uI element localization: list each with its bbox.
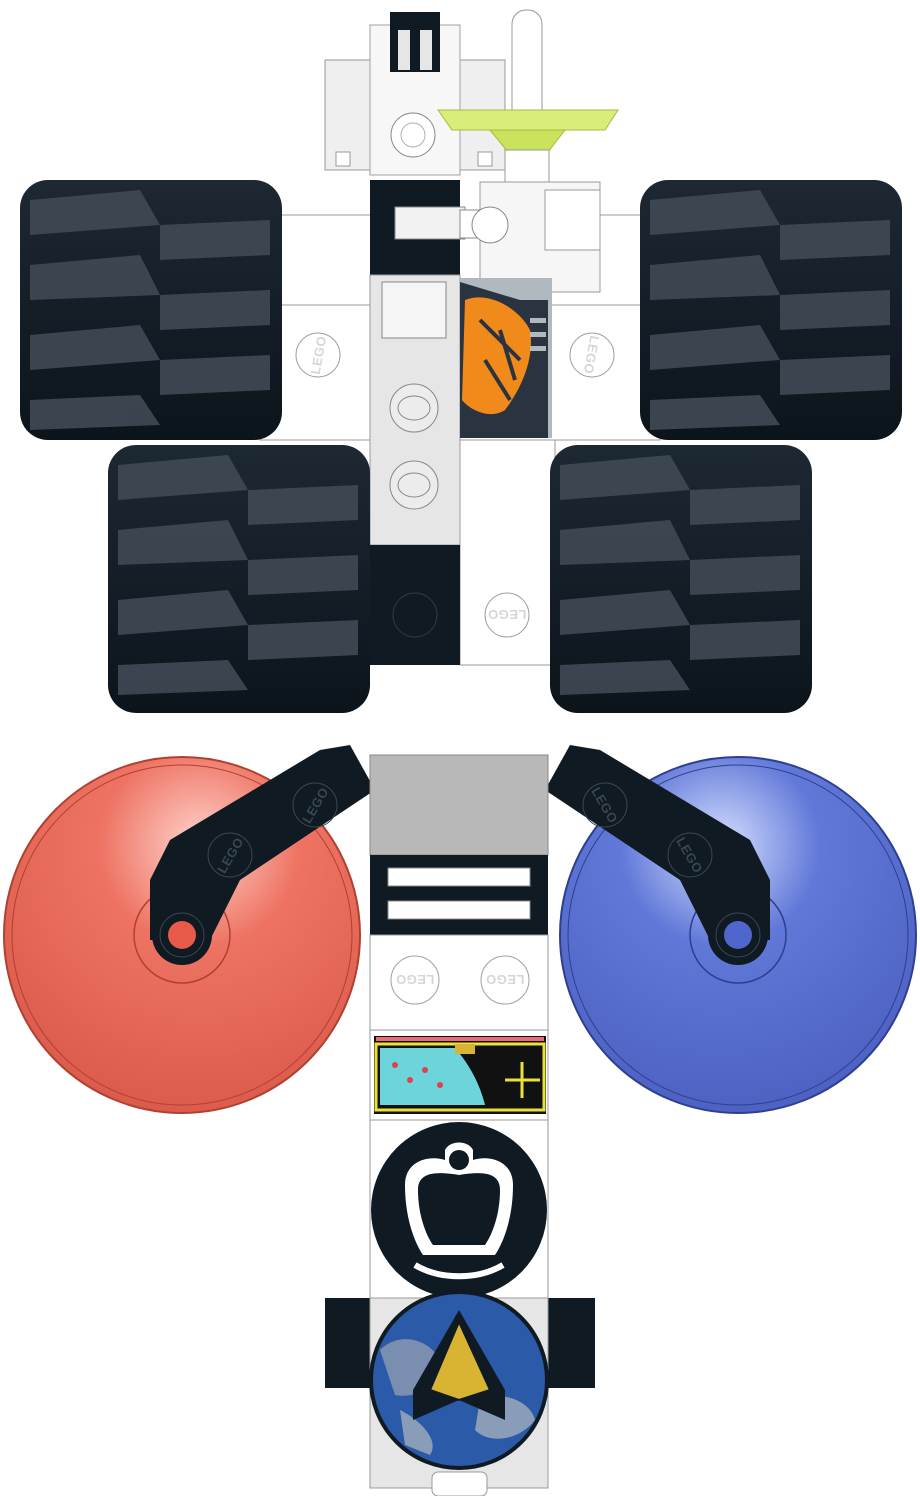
astronaut-helmet-icon — [369, 1119, 549, 1301]
svg-text:LEGO: LEGO — [396, 972, 435, 987]
dish-arm-left: LEGO LEGO — [150, 745, 375, 958]
rover-chassis: LEGO LEGO LEGO — [259, 180, 661, 666]
svg-text:LEGO: LEGO — [581, 334, 603, 375]
computer-screen-icon — [369, 1029, 549, 1121]
svg-text:LEGO: LEGO — [308, 335, 330, 376]
tire-icon — [640, 180, 902, 440]
dish-arm-right: LEGO LEGO — [545, 745, 770, 958]
tire-icon — [550, 445, 812, 713]
svg-text:LEGO: LEGO — [488, 607, 527, 622]
satellite-column: LEGO LEGO — [369, 754, 549, 1031]
space-logo-icon — [325, 1290, 595, 1496]
tire-icon — [20, 180, 282, 440]
tire-icon — [108, 445, 370, 713]
svg-text:LEGO: LEGO — [486, 972, 525, 987]
rover-head — [324, 12, 506, 176]
